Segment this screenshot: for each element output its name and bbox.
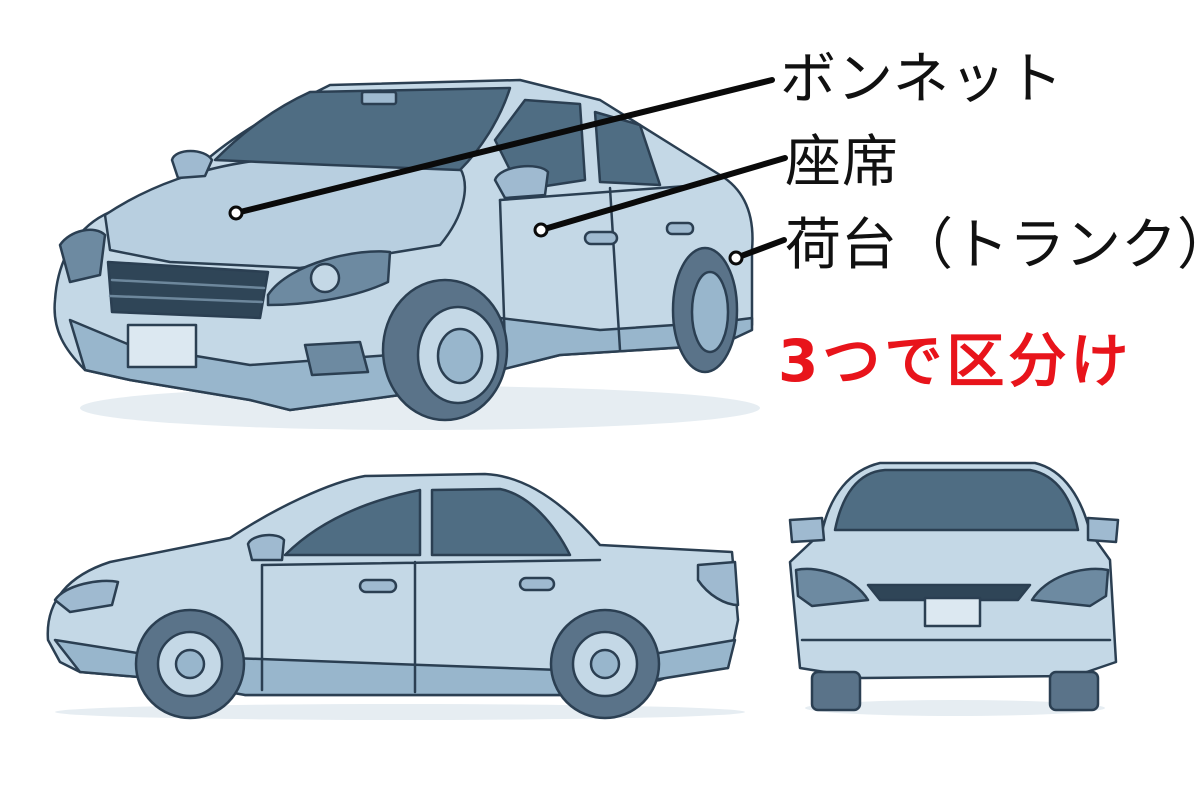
three-sections-caption: 3つで区分け [778,327,1133,395]
car-side-view [46,472,745,720]
hood-label: ボンネット [780,47,1064,112]
trunk-label: 荷台（トランク） [785,213,1200,278]
label-leader-lines [228,77,788,266]
car-rear-view [788,461,1120,716]
seat-label: 座席 [785,130,899,195]
hood-leader-line [233,77,775,216]
car-perspective-view [53,78,760,430]
